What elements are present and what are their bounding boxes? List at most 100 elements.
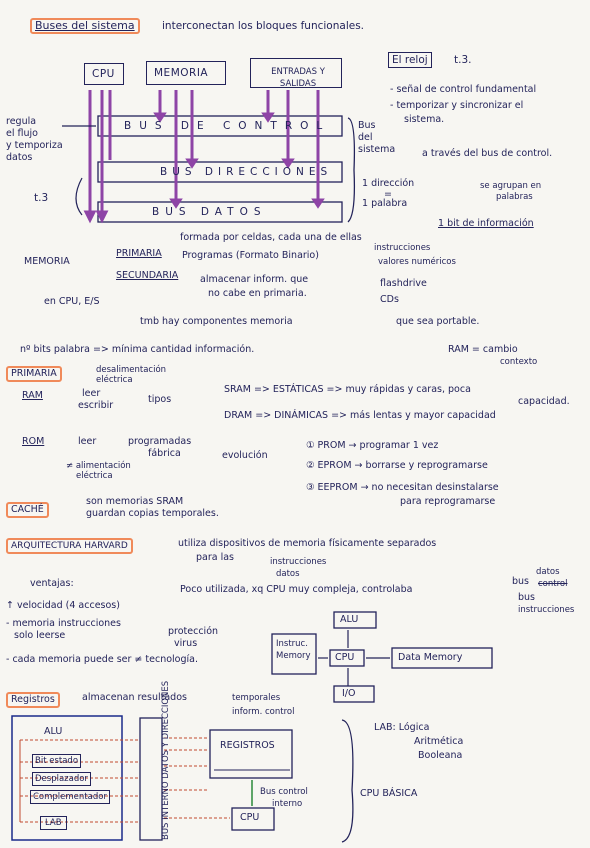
ram-cambio-2: contexto — [500, 357, 538, 367]
reloj-box: El reloj — [388, 52, 432, 68]
direccion-2: 1 palabra — [362, 198, 408, 209]
hd-data-memory: Data Memory — [398, 652, 463, 663]
primaria-section-title: PRIMARIA — [6, 366, 62, 382]
section-title-buses: Buses del sistema — [30, 18, 140, 34]
bus-datos: datos — [536, 567, 560, 577]
escribir: escribir — [78, 400, 114, 411]
harvard-desc: utiliza dispositivos de memoria físicame… — [178, 538, 437, 549]
bus-ctrl-1: Bus control — [260, 787, 308, 797]
sram-line: SRAM => ESTÁTICAS => muy rápidas y caras… — [224, 384, 471, 395]
cache-title: CACHÉ — [6, 502, 49, 518]
hd-alu: ALU — [340, 614, 359, 625]
adv-1: ↑ velocidad (4 accesos) — [6, 600, 120, 611]
ventajas: ventajas: — [30, 578, 74, 589]
unit-memoria: MEMORIA — [154, 67, 209, 79]
harvard-title: ARQUITECTURA HARVARD — [6, 538, 133, 554]
ram-cambio-1: RAM = cambio — [448, 344, 518, 355]
left-note-4: datos — [6, 152, 33, 163]
bus-ctrl-2: interno — [272, 799, 303, 809]
cpu-basica: CPU BÁSICA — [360, 788, 418, 799]
adv-2: - memoria instrucciones — [6, 618, 121, 629]
reloj-ref: t.3. — [454, 54, 472, 66]
sec-item-3: que sea portable. — [396, 316, 480, 327]
evo-1: ① PROM → programar 1 vez — [306, 440, 439, 451]
instr-2: valores numéricos — [378, 257, 456, 267]
virus: virus — [174, 638, 198, 649]
evo-2: ② EPROM → borrarse y reprogramarse — [306, 460, 488, 471]
bus-control: control — [538, 579, 568, 589]
rom-leer: leer — [78, 436, 97, 447]
ram-label: RAM — [22, 390, 43, 401]
lab-1: LAB: Lógica — [374, 722, 430, 733]
alim2-1: ≠ alimentación — [66, 461, 131, 471]
bus-sistema-1: Bus — [358, 120, 376, 131]
left-note-2: el flujo — [6, 128, 38, 139]
programadas: programadas — [128, 436, 192, 447]
alim-1: desalimentación — [96, 365, 167, 375]
unit-cpu: CPU — [92, 68, 115, 80]
registros-temp-1: temporales — [232, 693, 281, 703]
lab-2: Aritmética — [414, 736, 464, 747]
sec-item-2: CDs — [380, 294, 399, 305]
direccion-eq: = — [384, 189, 392, 200]
primaria-label: PRIMARIA — [116, 248, 162, 259]
bus-2: bus — [518, 592, 536, 603]
registros-title: Registros — [6, 692, 60, 708]
left-note-3: y temporiza — [6, 140, 63, 151]
adv-3: solo leerse — [14, 630, 66, 641]
dram-line: DRAM => DINÁMICAS => más lentas y mayor … — [224, 410, 496, 421]
bus-interno-label: BUS INTERNO DATOS Y DIRECCIONES — [161, 680, 171, 840]
hd-instr-memory: Instruc. Memory — [276, 639, 311, 661]
inner-desplazador: Desplazador — [32, 772, 91, 786]
programas: Programas (Formato Binario) — [182, 250, 319, 261]
reloj-point-4: a través del bus de control. — [422, 148, 553, 159]
reloj-point-3: sistema. — [404, 114, 445, 125]
bus-datos-label: BUS DATOS — [152, 206, 267, 218]
proteccion: protección — [168, 626, 219, 637]
reloj-point-1: - señal de control fundamental — [390, 84, 537, 95]
cpu-box-label: CPU — [240, 812, 260, 823]
hd-cpu: CPU — [335, 652, 355, 663]
bit-info: 1 bit de información — [438, 218, 534, 229]
left-note-1: regula — [6, 116, 37, 127]
inner-lab: LAB — [40, 816, 67, 830]
left-t3: t.3 — [34, 192, 49, 204]
sram-capacidad: capacidad. — [518, 396, 570, 407]
agrupan-1: se agrupan en — [480, 181, 542, 191]
evo-4: para reprogramarse — [400, 496, 496, 507]
evolucion: evolución — [222, 450, 268, 461]
secundaria-label: SECUNDARIA — [116, 270, 179, 281]
inner-complementador: Complementador — [30, 790, 110, 804]
alim-2: eléctrica — [96, 375, 133, 385]
primaria-desc: formada por celdas, cada una de ellas — [180, 232, 362, 243]
memoria-label: MEMORIA — [24, 256, 70, 267]
bus-control-label: BUS DE CONTROL — [124, 120, 331, 132]
registros-desc: almacenan resultados — [82, 692, 187, 703]
harvard-datos: datos — [276, 569, 300, 579]
bus-direcciones-label: BUS DIRECCIONES — [160, 166, 333, 178]
alu-box-label: ALU — [44, 726, 63, 737]
evo-3: ③ EEPROM → no necesitan desinstalarse — [306, 482, 499, 493]
reloj-point-2: - temporizar y sincronizar el — [390, 100, 524, 111]
registros-box-label: REGISTROS — [220, 740, 275, 751]
sec-item-1: flashdrive — [380, 278, 427, 289]
adv-4: - cada memoria puede ser ≠ tecnología. — [6, 654, 198, 665]
rom-label: ROM — [22, 436, 45, 447]
leer: leer — [82, 388, 101, 399]
lab-3: Booleana — [418, 750, 463, 761]
secundaria-desc-1: almacenar inform. que — [200, 274, 309, 285]
tmb-componentes: tmb hay componentes memoria — [140, 316, 293, 327]
alim2-2: eléctrica — [76, 471, 113, 481]
unit-entradas: ENTRADAS Y SALIDAS — [271, 67, 325, 89]
harvard-poco: Poco utilizada, xq CPU muy compleja, con… — [180, 584, 413, 595]
agrupan-2: palabras — [496, 192, 533, 202]
bus-sistema-2: del — [358, 132, 373, 143]
harvard-instr: instrucciones — [270, 557, 327, 567]
bus-sistema-3: sistema — [358, 144, 396, 155]
cache-desc-1: son memorias SRAM — [86, 496, 184, 507]
secundaria-desc-2: no cabe en primaria. — [208, 288, 307, 299]
registros-temp-2: inform. control — [232, 707, 295, 717]
bus-instrucciones: instrucciones — [518, 605, 575, 615]
instr-1: instrucciones — [374, 243, 431, 253]
